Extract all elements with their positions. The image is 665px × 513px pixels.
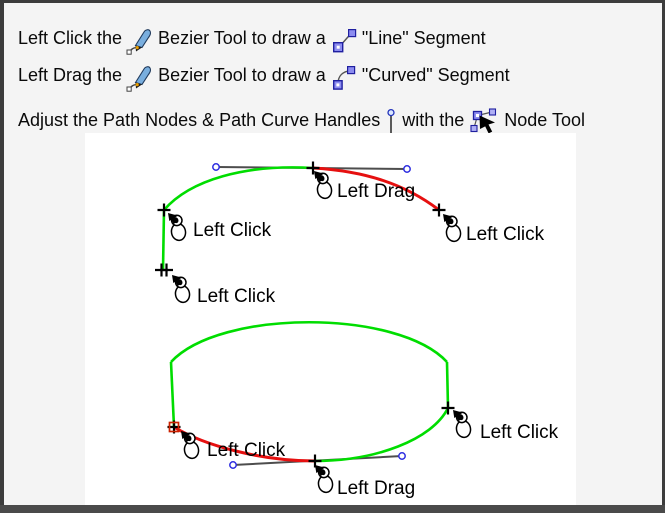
action-label: Left Drag — [337, 181, 416, 202]
green-curved-segment — [163, 166, 314, 211]
action-label: Left Drag — [337, 478, 416, 499]
bezier-demo-closed-path — [166, 320, 473, 495]
handle-end-circle — [403, 165, 411, 173]
handle-end-circle — [229, 461, 237, 469]
bezier-demo-open-path — [153, 160, 463, 305]
instruction-3-text-c: Node Tool — [504, 109, 585, 130]
bezier-tool-icon — [126, 66, 152, 92]
instruction-2-text-b: Bezier Tool to draw a — [158, 64, 326, 85]
instruction-line-1: Left Click the Bezier Tool to draw a "Li… — [18, 21, 486, 55]
instruction-2-text-a: Left Drag the — [18, 64, 123, 85]
green-bottom-right-curve — [314, 407, 450, 463]
red-curved-segment — [312, 166, 440, 212]
instruction-1-text-c: "Line" Segment — [361, 27, 486, 48]
start-node-square — [168, 421, 180, 433]
green-top-curve — [170, 320, 448, 363]
action-label: Left Click — [197, 286, 276, 307]
instruction-1-text-a: Left Click the — [18, 27, 123, 48]
instruction-line-3: Adjust the Path Nodes & Path Curve Handl… — [18, 103, 585, 141]
green-right-line — [445, 361, 450, 409]
action-label: Left Click — [193, 220, 272, 241]
handle-end-circle — [398, 452, 406, 460]
instruction-1-text-b: Bezier Tool to draw a — [158, 27, 326, 48]
instruction-2-text-c: "Curved" Segment — [361, 64, 510, 85]
line-segment-icon — [332, 28, 357, 53]
instruction-3-text-a: Adjust the Path Nodes & Path Curve Handl… — [18, 109, 381, 130]
curved-segment-icon — [332, 65, 356, 90]
action-label: Left Click — [480, 422, 559, 443]
green-left-line — [169, 361, 176, 428]
instruction-line-2: Left Drag the Bezier Tool to draw a "Cur… — [18, 58, 510, 92]
instruction-3-text-b: with the — [402, 109, 465, 130]
green-line-segment — [161, 209, 166, 271]
handle-end-circle — [212, 163, 220, 171]
action-label: Left Click — [466, 224, 545, 245]
node-tool-icon — [470, 108, 497, 134]
action-label: Left Click — [207, 440, 286, 461]
bezier-tool-icon — [126, 29, 152, 55]
